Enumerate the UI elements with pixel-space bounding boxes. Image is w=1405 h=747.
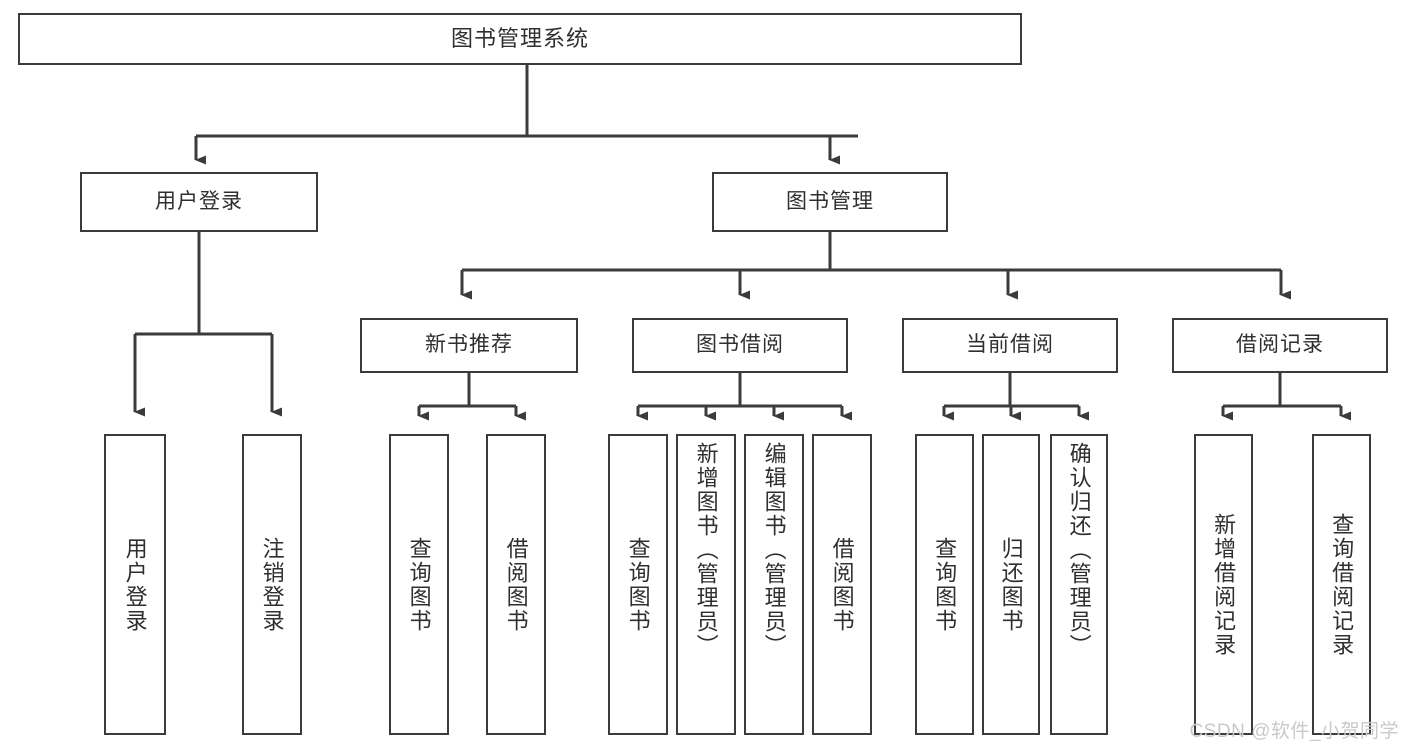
node-leaf-return-book-label: 归还图书: [998, 536, 1024, 633]
node-user-login[interactable]: 用户登录: [80, 172, 318, 232]
node-leaf-query-record-label: 查询借阅记录: [1329, 512, 1355, 657]
node-leaf-edit-book-label: 编辑图书（管理员）: [761, 442, 787, 658]
node-leaf-borrow-book-1[interactable]: 借阅图书: [486, 434, 546, 735]
node-leaf-user-login-label: 用户登录: [122, 536, 148, 633]
node-leaf-add-book-label: 新增图书（管理员）: [693, 442, 719, 658]
node-leaf-add-record-label: 新增借阅记录: [1211, 512, 1237, 657]
node-borrow-record[interactable]: 借阅记录: [1172, 318, 1388, 373]
node-book-borrow-label: 图书借阅: [696, 333, 784, 357]
node-leaf-query-book-3[interactable]: 查询图书: [915, 434, 974, 735]
node-book-borrow[interactable]: 图书借阅: [632, 318, 848, 373]
node-leaf-user-logout-label: 注销登录: [259, 536, 285, 633]
node-leaf-query-book-1-label: 查询图书: [406, 536, 432, 633]
node-current-borrow[interactable]: 当前借阅: [902, 318, 1118, 373]
node-leaf-edit-book[interactable]: 编辑图书（管理员）: [744, 434, 804, 735]
node-borrow-record-label: 借阅记录: [1236, 333, 1324, 357]
node-leaf-query-book-2[interactable]: 查询图书: [608, 434, 668, 735]
watermark: CSDN @软件_小贺同学: [1189, 721, 1399, 742]
node-new-book-recommend[interactable]: 新书推荐: [360, 318, 578, 373]
node-user-login-label: 用户登录: [155, 189, 243, 213]
node-leaf-add-book[interactable]: 新增图书（管理员）: [676, 434, 736, 735]
node-leaf-confirm-return[interactable]: 确认归还（管理员）: [1050, 434, 1108, 735]
node-leaf-add-record[interactable]: 新增借阅记录: [1194, 434, 1253, 735]
node-book-manage-label: 图书管理: [786, 189, 874, 213]
node-book-manage[interactable]: 图书管理: [712, 172, 948, 232]
node-current-borrow-label: 当前借阅: [966, 333, 1054, 357]
node-root[interactable]: 图书管理系统: [18, 13, 1022, 65]
node-root-label: 图书管理系统: [450, 25, 589, 51]
node-leaf-query-book-3-label: 查询图书: [932, 536, 958, 633]
node-leaf-query-book-2-label: 查询图书: [625, 536, 651, 633]
node-leaf-borrow-book-1-label: 借阅图书: [503, 536, 529, 633]
node-leaf-user-login[interactable]: 用户登录: [104, 434, 166, 735]
node-leaf-borrow-book-2-label: 借阅图书: [829, 536, 855, 633]
node-leaf-confirm-return-label: 确认归还（管理员）: [1066, 442, 1092, 658]
node-leaf-return-book[interactable]: 归还图书: [982, 434, 1040, 735]
node-new-book-recommend-label: 新书推荐: [425, 333, 513, 357]
node-leaf-borrow-book-2[interactable]: 借阅图书: [812, 434, 872, 735]
node-leaf-query-record[interactable]: 查询借阅记录: [1312, 434, 1371, 735]
node-leaf-user-logout[interactable]: 注销登录: [242, 434, 302, 735]
node-leaf-query-book-1[interactable]: 查询图书: [389, 434, 449, 735]
